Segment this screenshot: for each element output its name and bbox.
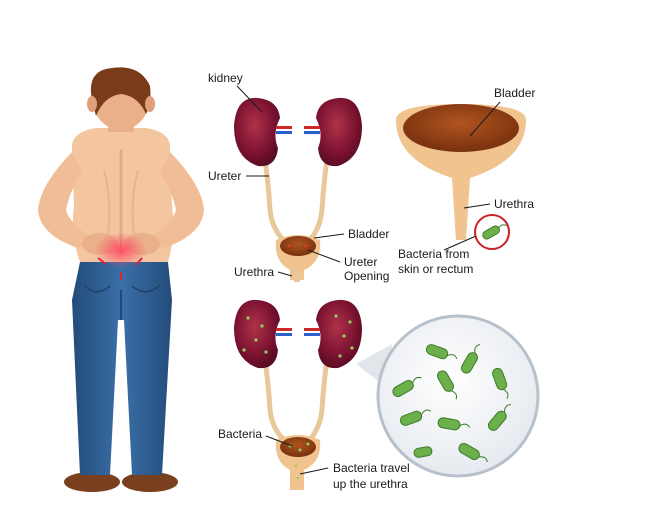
hair [90, 67, 151, 116]
right-kidney-icon [316, 97, 362, 167]
bottom-labels: Bacteria Bacteria travel up the urethra [218, 427, 410, 491]
bare-back [71, 128, 174, 262]
label-urethra-right: Urethra [494, 197, 534, 211]
label-bacteria-from-2: skin or rectum [398, 262, 473, 276]
label-ureter-opening-2: Opening [344, 269, 389, 283]
magnified-bacteria [392, 344, 511, 463]
left-kidney-icon [234, 97, 280, 167]
label-bladder-right: Bladder [494, 86, 535, 100]
urethra-tube [294, 270, 300, 282]
urinary-system-top [234, 97, 362, 282]
jeans [72, 262, 172, 475]
label-bladder-top: Bladder [348, 227, 389, 241]
bladder-detail: Bladder Urethra Bacteria from skin or re… [396, 86, 535, 276]
label-ureter-opening-1: Ureter [344, 255, 377, 269]
pain-glow [95, 232, 147, 268]
top-labels: kidney Ureter Bladder Ureter Opening Ure… [208, 71, 389, 283]
left-arm [38, 152, 96, 248]
infected-right-kidney-icon [316, 299, 362, 369]
label-urethra-left: Urethra [234, 265, 274, 279]
bacterium-icon [482, 224, 508, 240]
magnifier-circle [356, 314, 540, 478]
person-back-pain-illustration [38, 67, 204, 492]
label-bacteria: Bacteria [218, 427, 262, 441]
label-travel-1: Bacteria travel [333, 461, 410, 475]
infected-left-kidney-icon [234, 299, 280, 369]
label-travel-2: up the urethra [333, 477, 408, 491]
urinary-system-bottom [234, 299, 362, 490]
right-arm [146, 152, 204, 248]
right-shoe [122, 472, 178, 492]
label-ureter: Ureter [208, 169, 241, 183]
label-kidney: kidney [208, 71, 243, 85]
label-bacteria-from-1: Bacteria from [398, 247, 469, 261]
left-shoe [64, 472, 120, 492]
